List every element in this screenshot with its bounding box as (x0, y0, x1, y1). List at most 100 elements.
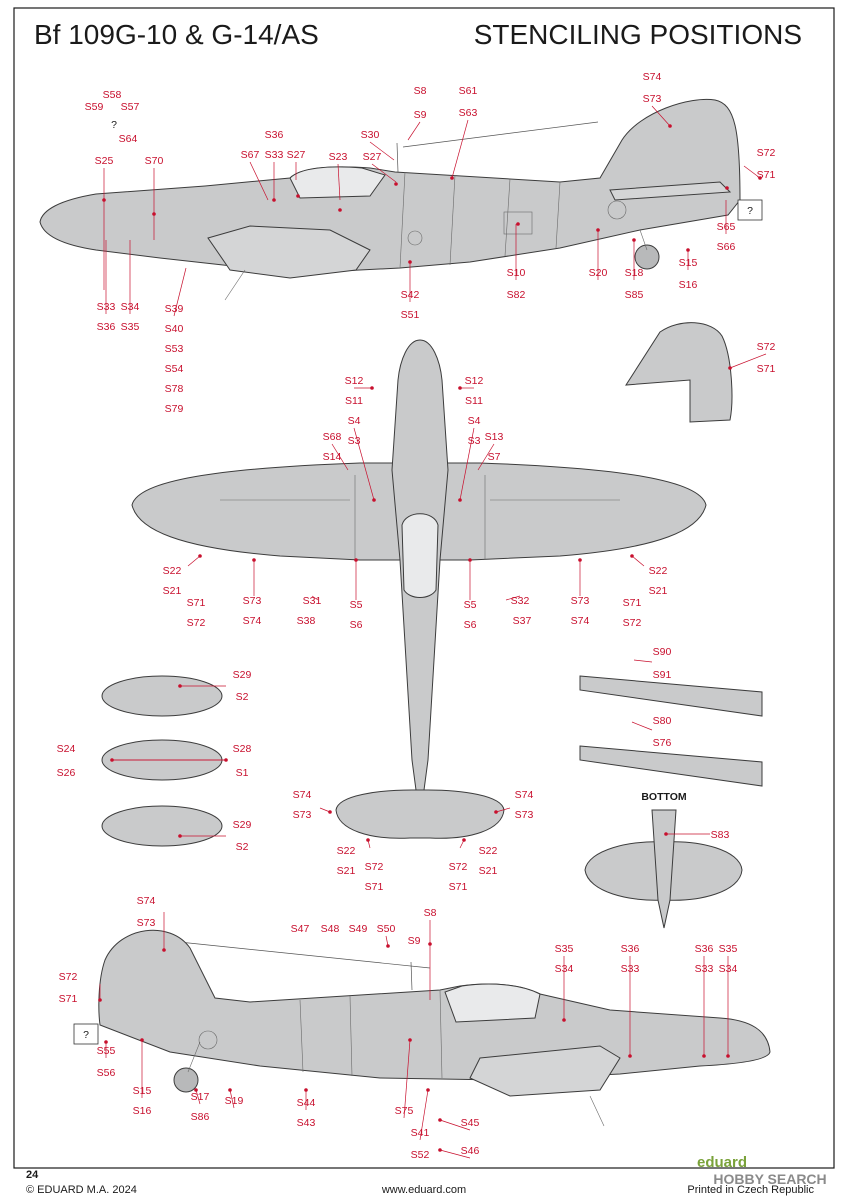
stencil-marker (458, 498, 462, 502)
stencil-label: S11 (345, 395, 363, 407)
stencil-label: S27 (363, 151, 382, 163)
stencil-label: S83 (711, 829, 730, 841)
stencil-label: S33 (97, 301, 116, 313)
stencil-marker (252, 558, 256, 562)
wing-root-top-profile (207, 225, 371, 279)
stencil-marker (725, 186, 729, 190)
side-profile-bottom (98, 929, 771, 1127)
stencil-label: S16 (679, 279, 698, 291)
stencil-label: S5 (464, 599, 477, 611)
stencil-label: S46 (461, 1145, 480, 1157)
copyright: © EDUARD M.A. 2024 (26, 1184, 137, 1196)
antenna-wire (402, 121, 599, 148)
leader-line (495, 807, 511, 813)
stencil-label: S73 (137, 917, 156, 929)
stencil-label: S41 (411, 1127, 430, 1139)
stencil-marker (304, 1088, 308, 1092)
stencil-label: S12 (345, 375, 364, 387)
stencil-label: S63 (459, 107, 478, 119)
stencil-label: S54 (165, 363, 184, 375)
stencil-label: ? (111, 119, 117, 131)
stencil-label: S72 (365, 861, 384, 873)
leader-line (311, 595, 319, 601)
stencil-marker (224, 758, 228, 762)
stencil-label: S6 (350, 619, 363, 631)
antenna-wire-bottom (159, 939, 431, 969)
stencil-marker (194, 1088, 198, 1092)
stencil-label: S64 (119, 133, 138, 145)
stencil-marker (458, 386, 462, 390)
stencil-label: S91 (653, 669, 672, 681)
stencil-label: S78 (165, 383, 184, 395)
stencil-marker (366, 838, 370, 842)
fuselage-bottom-profile (98, 929, 771, 1081)
stencil-label: S15 (133, 1085, 152, 1097)
stencil-label: S35 (121, 321, 140, 333)
stencil-label: S74 (571, 615, 590, 627)
stencil-marker (98, 998, 102, 1002)
stencil-marker (668, 124, 672, 128)
stencil-marker (228, 1088, 232, 1092)
prop-blades (579, 675, 763, 787)
stencil-marker (450, 176, 454, 180)
stencil-label: S34 (719, 963, 738, 975)
stencil-label: S71 (59, 993, 78, 1005)
stencil-marker (372, 498, 376, 502)
leader-line (407, 121, 421, 141)
printed-in: Printed in Czech Republic (687, 1184, 814, 1196)
stencil-label: S20 (589, 267, 608, 279)
eduard-logo: eduard (697, 1154, 747, 1171)
stencil-label: S22 (163, 565, 182, 577)
bottom-view-caption: BOTTOM (641, 791, 687, 803)
stencil-label: S21 (337, 865, 356, 877)
stencil-label: S2 (236, 691, 249, 703)
stencil-label: S49 (349, 923, 368, 935)
stencil-marker (110, 758, 114, 762)
stencil-label: S85 (625, 289, 644, 301)
stencil-label: S26 (57, 767, 76, 779)
stencil-label: S36 (621, 943, 640, 955)
stencil-label: S90 (653, 646, 672, 658)
mainwheel-strut-bottom (589, 1095, 605, 1127)
stencil-label: S79 (165, 403, 184, 415)
stencil-label: S21 (649, 585, 668, 597)
stencil-label: S23 (329, 151, 348, 163)
stencil-marker (338, 208, 342, 212)
stencil-label: S33 (695, 963, 714, 975)
stencil-marker (178, 834, 182, 838)
antenna-mast (396, 142, 399, 173)
stencil-label: S35 (719, 943, 738, 955)
stencil-label: S5 (350, 599, 363, 611)
panel-line (299, 999, 304, 1073)
leader-line (729, 353, 767, 369)
stencil-label: S74 (293, 789, 312, 801)
stencil-label: S73 (243, 595, 262, 607)
stencil-marker (758, 176, 762, 180)
fuselage-hatch-bottom (198, 1030, 218, 1050)
stencil-label: S22 (649, 565, 668, 577)
stencil-marker (162, 948, 166, 952)
stencil-label: S73 (571, 595, 590, 607)
panel-line (439, 989, 443, 1079)
stencil-label: S73 (643, 93, 662, 105)
stencil-label: S38 (297, 615, 316, 627)
stencil-label: S4 (468, 415, 481, 427)
stencil-marker (628, 1054, 632, 1058)
canopy-top-profile (289, 166, 386, 199)
tailplane-plan (335, 789, 505, 839)
tailwheel-strut (639, 229, 648, 251)
stencil-label: S71 (187, 597, 206, 609)
stencil-label: S57 (121, 101, 140, 113)
panel-line (349, 995, 353, 1077)
stencil-label: S70 (145, 155, 164, 167)
stencil-marker (462, 838, 466, 842)
stencil-label: S72 (623, 617, 642, 629)
stencil-marker (562, 1018, 566, 1022)
watermark: HOBBY SEARCH (713, 1171, 826, 1187)
stencil-label: S3 (468, 435, 481, 447)
stencil-label: S14 (323, 451, 342, 463)
stencil-marker (408, 260, 412, 264)
leader-line (459, 427, 475, 501)
leader-line (173, 267, 187, 317)
stencil-label: S18 (625, 267, 644, 279)
